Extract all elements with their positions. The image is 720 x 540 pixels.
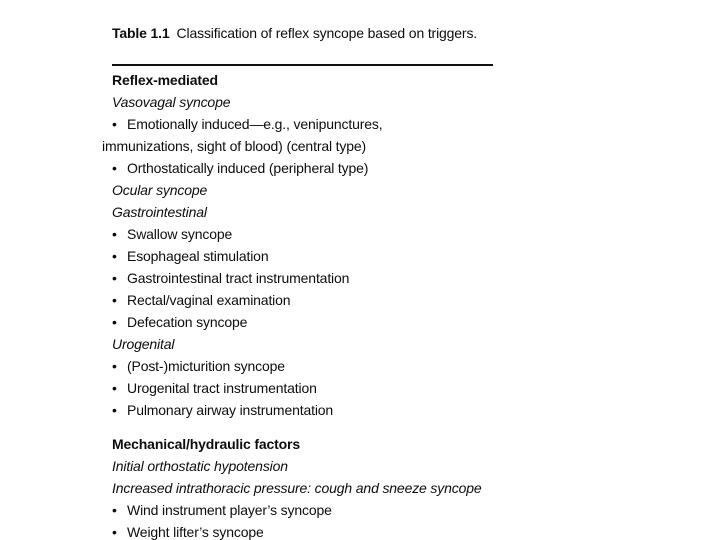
- list-item: • Weight lifter’s syncope: [102, 521, 500, 540]
- list-item: • Gastrointestinal tract instrumentation: [102, 267, 500, 289]
- sub-category: Gastrointestinal: [112, 204, 207, 220]
- bullet-icon: •: [112, 226, 117, 242]
- list-item-text: Defecation syncope: [127, 314, 248, 330]
- section-heading: Reflex-mediated: [112, 72, 218, 88]
- list-item: • Orthostatically induced (peripheral typ…: [102, 157, 500, 179]
- list-item-text: Wind instrument player’s syncope: [127, 502, 332, 518]
- list-item-text: Orthostatically induced (peripheral type…: [127, 160, 369, 176]
- list-item-text: Swallow syncope: [127, 226, 233, 242]
- list-item-text: Gastrointestinal tract instrumentation: [127, 270, 350, 286]
- bullet-icon: •: [112, 524, 117, 540]
- list-item: • Urogenital tract instrumentation: [102, 377, 500, 399]
- table-rule: [112, 64, 493, 66]
- list-item-continuation: immunizations, sight of blood) (central …: [102, 138, 367, 154]
- list-item: • Pulmonary airway instrumentation: [102, 399, 500, 421]
- bullet-icon: •: [112, 402, 117, 418]
- bullet-icon: •: [112, 160, 117, 176]
- bullet-icon: •: [112, 270, 117, 286]
- table-caption-label: Table 1.1: [112, 25, 170, 41]
- bullet-icon: •: [112, 502, 117, 518]
- list-item-text: Weight lifter’s syncope: [127, 524, 264, 540]
- bullet-icon: •: [112, 358, 117, 374]
- list-item-text: Urogenital tract instrumentation: [127, 380, 317, 396]
- bullet-icon: •: [112, 116, 117, 132]
- list-item: • Defecation syncope: [102, 311, 500, 333]
- section-heading: Mechanical/hydraulic factors: [112, 436, 300, 452]
- bullet-icon: •: [112, 380, 117, 396]
- list-item: • Esophageal stimulation: [102, 245, 500, 267]
- list-item: • Swallow syncope: [102, 223, 500, 245]
- list-item: • Emotionally induced—e.g., venipunctures…: [102, 113, 500, 135]
- sub-category: Increased intrathoracic pressure: cough …: [112, 480, 482, 496]
- list-item-text: Esophageal stimulation: [127, 248, 269, 264]
- list-item: • Wind instrument player’s syncope: [102, 499, 500, 521]
- bullet-icon: •: [112, 292, 117, 308]
- sub-category: Vasovagal syncope: [112, 94, 231, 110]
- list-item-text: Emotionally induced—e.g., venipunctures,: [127, 116, 383, 132]
- list-item: • (Post-)micturition syncope: [102, 355, 500, 377]
- list-item-text: Pulmonary airway instrumentation: [127, 402, 334, 418]
- table-caption-title: Classification of reflex syncope based o…: [176, 25, 478, 41]
- bullet-icon: •: [112, 314, 117, 330]
- sub-category: Urogenital: [112, 336, 175, 352]
- table-caption: Table 1.1 Classification of reflex syncop…: [102, 22, 500, 44]
- sub-category: Initial orthostatic hypotension: [112, 458, 288, 474]
- list-item: • Rectal/vaginal examination: [102, 289, 500, 311]
- bullet-icon: •: [112, 248, 117, 264]
- list-item-text: (Post-)micturition syncope: [127, 358, 285, 374]
- table-1-1: Table 1.1 Classification of reflex syncop…: [102, 22, 500, 540]
- list-item-text: Rectal/vaginal examination: [127, 292, 291, 308]
- sub-category: Ocular syncope: [112, 182, 208, 198]
